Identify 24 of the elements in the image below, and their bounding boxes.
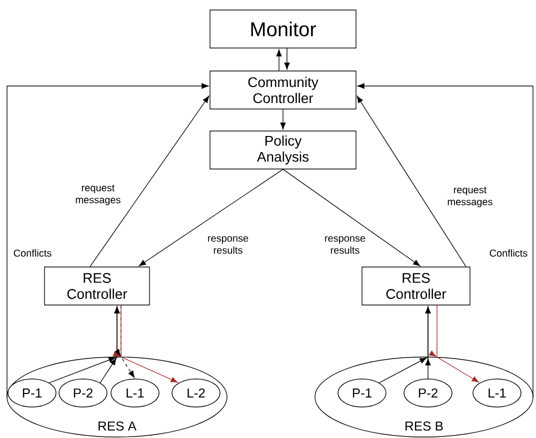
- edge-label: response results: [208, 236, 248, 254]
- arrow: [284, 48, 290, 70]
- edge-label: Conflicts: [490, 249, 528, 257]
- process-box: Monitor: [210, 10, 356, 48]
- arrow: [90, 96, 210, 267]
- process-box: Community Controller: [210, 70, 356, 110]
- process-box: RES Controller: [362, 266, 470, 306]
- arrow: [100, 306, 120, 384]
- arrow: [356, 96, 466, 267]
- arrow: [428, 305, 479, 382]
- edge-label: request messages: [448, 186, 492, 208]
- arrow: [425, 306, 431, 379]
- process-box: Policy Analysis: [210, 130, 356, 170]
- process-box: RES Controller: [44, 266, 150, 306]
- edge-label: request messages: [76, 184, 120, 206]
- arrow: [276, 49, 282, 71]
- edge-label: Conflicts: [14, 249, 52, 257]
- arrow: [6, 83, 209, 398]
- arrow: [112, 305, 178, 383]
- arrow: [138, 169, 284, 266]
- arrow: [280, 109, 286, 130]
- arrow: [357, 83, 534, 398]
- edge-label: response results: [325, 236, 366, 254]
- arrow: [282, 169, 420, 266]
